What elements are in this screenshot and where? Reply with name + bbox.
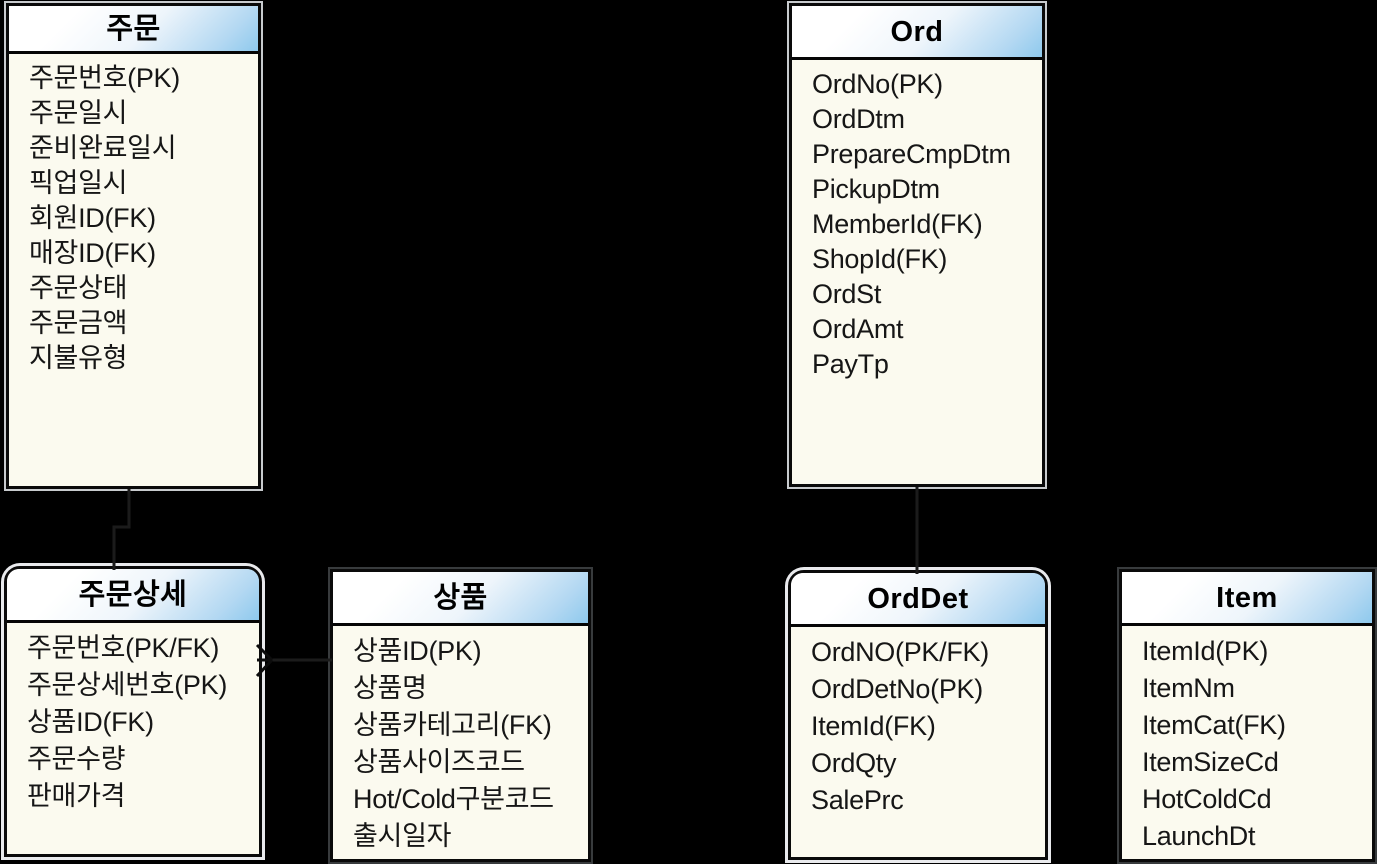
entity-item-en-title: Item: [1122, 572, 1372, 626]
field-row: OrdQty: [811, 748, 897, 778]
field-row: ItemNm: [1142, 673, 1235, 703]
field-row: LaunchDt: [1142, 821, 1256, 851]
field-row: OrdDetNo(PK): [811, 674, 983, 704]
entity-orddet-en-title: OrdDet: [791, 573, 1045, 627]
field-row: ItemSizeCd: [1142, 747, 1279, 777]
field-row: PrepareCmpDtm: [812, 139, 1011, 169]
field-row: OrdNO(PK/FK): [811, 637, 989, 667]
entity-orddet-en: OrdDet OrdNO(PK/FK) OrdDetNo(PK) ItemId(FK…: [788, 570, 1048, 860]
field-row: OrdNo(PK): [812, 69, 943, 99]
field-row: 상품사이즈코드: [353, 747, 525, 777]
field-row: 상품카테고리(FK): [353, 710, 552, 740]
relationship-order-to-orderdetail: [112, 489, 131, 570]
field-row: 상품ID(PK): [353, 636, 482, 666]
field-row: 매장ID(FK): [29, 238, 156, 268]
field-row: 주문상세번호(PK): [27, 670, 228, 700]
field-row: 판매가격: [27, 781, 126, 811]
field-row: 주문번호(PK): [29, 63, 180, 93]
field-row: Hot/Cold구분코드: [353, 784, 554, 814]
field-row: 주문금액: [29, 308, 128, 338]
field-row: 출시일자: [353, 821, 452, 851]
entity-orddet-en-fields: OrdNO(PK/FK) OrdDetNo(PK) ItemId(FK) OrdQty…: [791, 627, 1045, 819]
field-row: PickupDtm: [812, 174, 940, 204]
entity-product-kr-title: 상품: [333, 572, 588, 626]
field-row: 픽업일시: [29, 168, 128, 198]
field-row: 상품ID(FK): [27, 707, 154, 737]
field-row: 주문수량: [27, 744, 126, 774]
field-row: HotColdCd: [1142, 784, 1272, 814]
field-row: 회원ID(FK): [29, 203, 156, 233]
field-row: SalePrc: [811, 785, 904, 815]
field-row: OrdAmt: [812, 314, 904, 344]
field-row: OrdSt: [812, 279, 882, 309]
field-row: 주문일시: [29, 98, 128, 128]
field-row: MemberId(FK): [812, 209, 983, 239]
field-row: 지불유형: [29, 343, 128, 373]
field-row: 주문상태: [29, 273, 128, 303]
field-row: ItemId(FK): [811, 711, 936, 741]
entity-ord-en-title: Ord: [792, 6, 1042, 60]
field-row: OrdDtm: [812, 104, 905, 134]
field-row: ShopId(FK): [812, 244, 948, 274]
entity-order-detail-kr-title: 주문상세: [7, 569, 259, 623]
entity-order-kr-title: 주문: [9, 6, 258, 54]
field-row: ItemId(PK): [1142, 636, 1269, 666]
field-row: 준비완료일시: [29, 133, 177, 163]
field-row: 상품명: [353, 673, 427, 703]
field-row: 주문번호(PK/FK): [27, 633, 220, 663]
field-row: PayTp: [812, 349, 889, 379]
field-row: ItemCat(FK): [1142, 710, 1286, 740]
